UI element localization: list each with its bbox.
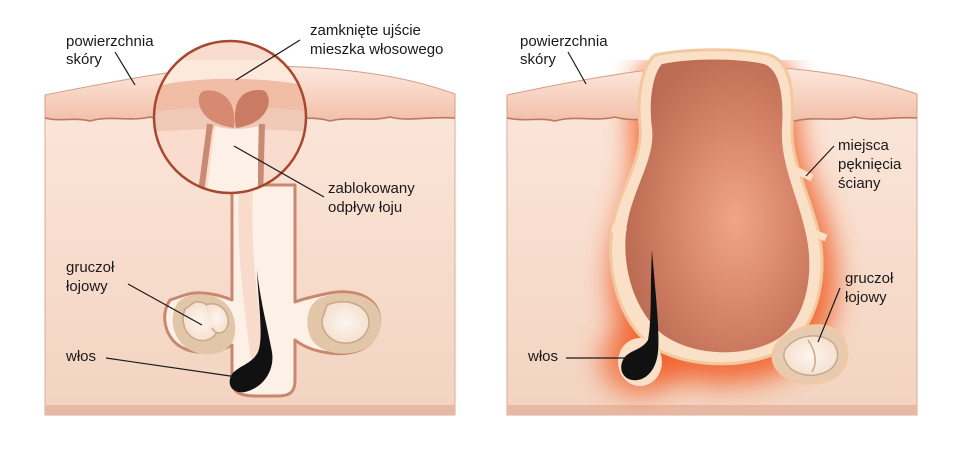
svg-text:odpływ łoju: odpływ łoju [328,199,402,216]
left-label-closed-opening: zamknięte ujście mieszka włosowego [235,22,443,81]
right-label-skin-surface: powierzchnia skóry [520,33,608,85]
left-sebaceous-gland-b [307,293,381,354]
svg-text:mieszka włosowego: mieszka włosowego [310,41,443,58]
svg-text:skóry: skóry [520,51,556,68]
svg-text:włos: włos [65,348,96,365]
left-sebaceous-gland-a [172,294,236,355]
right-label-sebaceous-gland: gruczoł łojowy [817,270,894,343]
svg-text:pęknięcia: pęknięcia [838,156,902,173]
left-hair [229,270,273,393]
right-label-hair: włos [527,348,630,365]
left-label-hair: włos [65,348,238,378]
right-cyst [609,48,828,366]
right-hair [618,250,662,386]
svg-text:łojowy: łojowy [845,289,887,306]
right-sebaceous-gland [771,324,849,385]
svg-text:ściany: ściany [838,175,881,192]
svg-text:włos: włos [527,348,558,365]
left-label-sebaceous-gland: gruczoł łojowy [66,259,203,326]
svg-text:zamknięte ujście: zamknięte ujście [310,22,421,39]
svg-text:gruczoł: gruczoł [845,270,894,287]
svg-text:miejsca: miejsca [838,137,890,154]
svg-text:powierzchnia: powierzchnia [520,33,608,50]
right-label-wall-rupture: miejsca pęknięcia ściany [805,137,902,192]
svg-text:łojowy: łojowy [66,278,108,295]
left-magnifier-circle [152,39,308,195]
svg-text:skóry: skóry [66,51,102,68]
left-label-skin-surface: powierzchnia skóry [66,33,154,86]
svg-text:gruczoł: gruczoł [66,259,115,276]
svg-text:powierzchnia: powierzchnia [66,33,154,50]
left-label-blocked-outflow: zablokowany odpływ łoju [233,145,415,216]
svg-text:zablokowany: zablokowany [328,180,415,197]
